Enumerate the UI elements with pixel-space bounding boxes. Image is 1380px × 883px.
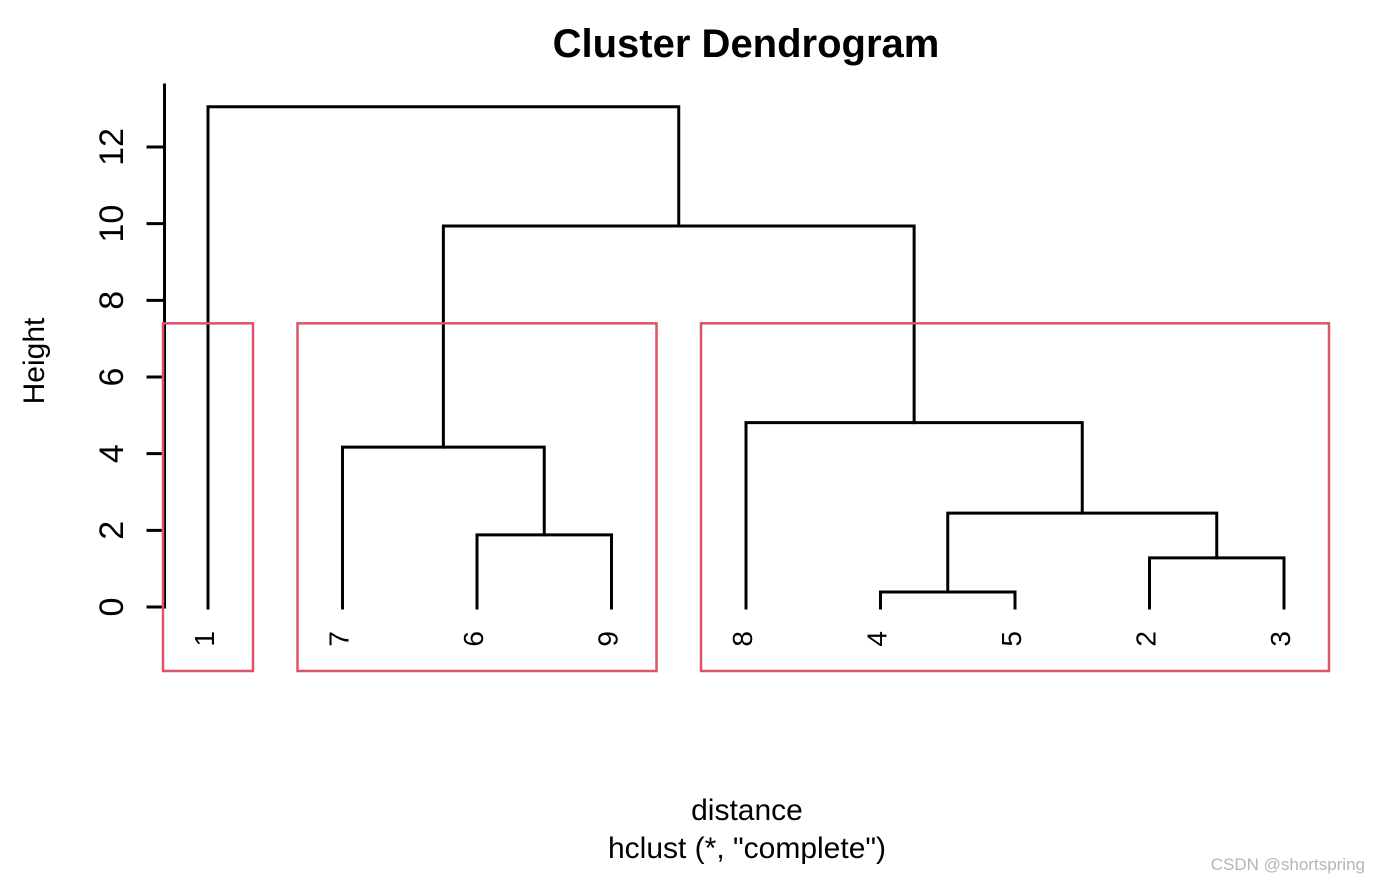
leaf-label: 9	[593, 631, 624, 647]
leaf-label: 8	[727, 631, 758, 647]
dendrogram-branch	[441, 224, 916, 449]
leaf-label: 5	[996, 631, 1027, 647]
y-axis-title: Height	[18, 317, 51, 404]
y-tick-label: 2	[93, 521, 131, 540]
leaf-label: 3	[1265, 631, 1296, 647]
cluster-rect	[296, 322, 658, 673]
dendrogram-branch	[879, 590, 1017, 610]
cluster-rect	[699, 322, 1331, 673]
y-tick-label: 4	[93, 444, 131, 463]
dendrogram-branch	[206, 105, 681, 610]
dendrogram-plot-area: 0 2 4 6 8 10 12 1 7 6 9 8 4 5 2 3	[93, 83, 1331, 673]
leaf-label: 4	[862, 631, 893, 647]
y-tick-label: 6	[93, 368, 131, 387]
chart-title: Cluster Dendrogram	[553, 22, 940, 66]
leaf-label: 7	[324, 631, 355, 647]
hclust-sub-label: hclust (*, "complete")	[608, 832, 886, 865]
cluster-rect	[161, 322, 255, 673]
y-tick-label: 10	[93, 205, 131, 243]
leaf-label: 6	[458, 631, 489, 647]
dendrogram-branch	[946, 511, 1219, 594]
y-tick-label: 12	[93, 128, 131, 166]
watermark: CSDN @shortspring	[1211, 855, 1365, 874]
dendrogram-branch	[1148, 556, 1286, 610]
x-axis-title: distance	[691, 794, 803, 827]
dendrogram-branch	[341, 445, 546, 610]
y-tick-label: 8	[93, 291, 131, 310]
leaf-label: 1	[189, 631, 220, 647]
leaf-label: 2	[1131, 631, 1162, 647]
dendrogram-branch	[744, 421, 1084, 610]
dendrogram-branch	[475, 533, 613, 610]
y-tick-label: 0	[93, 598, 131, 617]
